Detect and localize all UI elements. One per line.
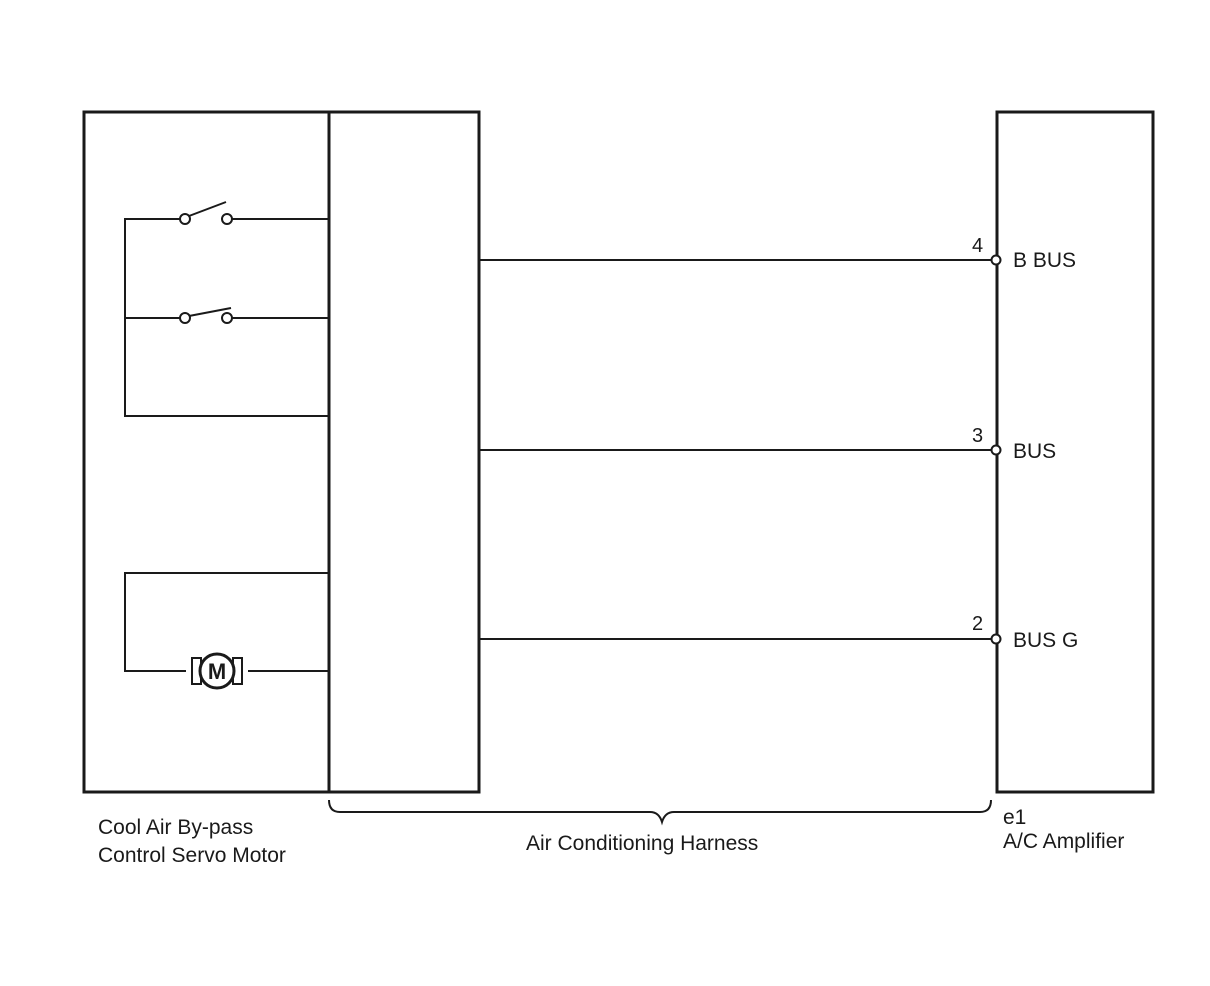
terminal-icon: [990, 444, 1002, 456]
motor-letter: M: [208, 659, 226, 684]
pin-number-4: 4: [972, 235, 984, 257]
signal-label-bus: BUS: [1013, 440, 1057, 463]
switch-closed-icon: [125, 307, 329, 324]
terminal-icon: [990, 254, 1002, 266]
pin-number-2: 2: [972, 613, 984, 635]
harness-brace: [328, 799, 992, 826]
servo-motor-name-line1: Cool Air By-pass: [98, 816, 254, 839]
signal-label-b-bus: B BUS: [1013, 249, 1077, 272]
pin-number-3: 3: [972, 425, 984, 447]
terminal-icon: [990, 633, 1002, 645]
servo-motor-box: [82, 110, 481, 794]
harness-name: Air Conditioning Harness: [526, 832, 759, 855]
switch-open-icon: [125, 201, 329, 225]
amplifier-name: A/C Amplifier: [1003, 830, 1125, 853]
signal-label-bus-g: BUS G: [1013, 629, 1079, 652]
amplifier-terminals: [990, 254, 1002, 645]
servo-motor-name-line2: Control Servo Motor: [98, 844, 286, 867]
amplifier-connector-id: e1: [1003, 806, 1027, 829]
motor-icon: M: [186, 652, 248, 690]
